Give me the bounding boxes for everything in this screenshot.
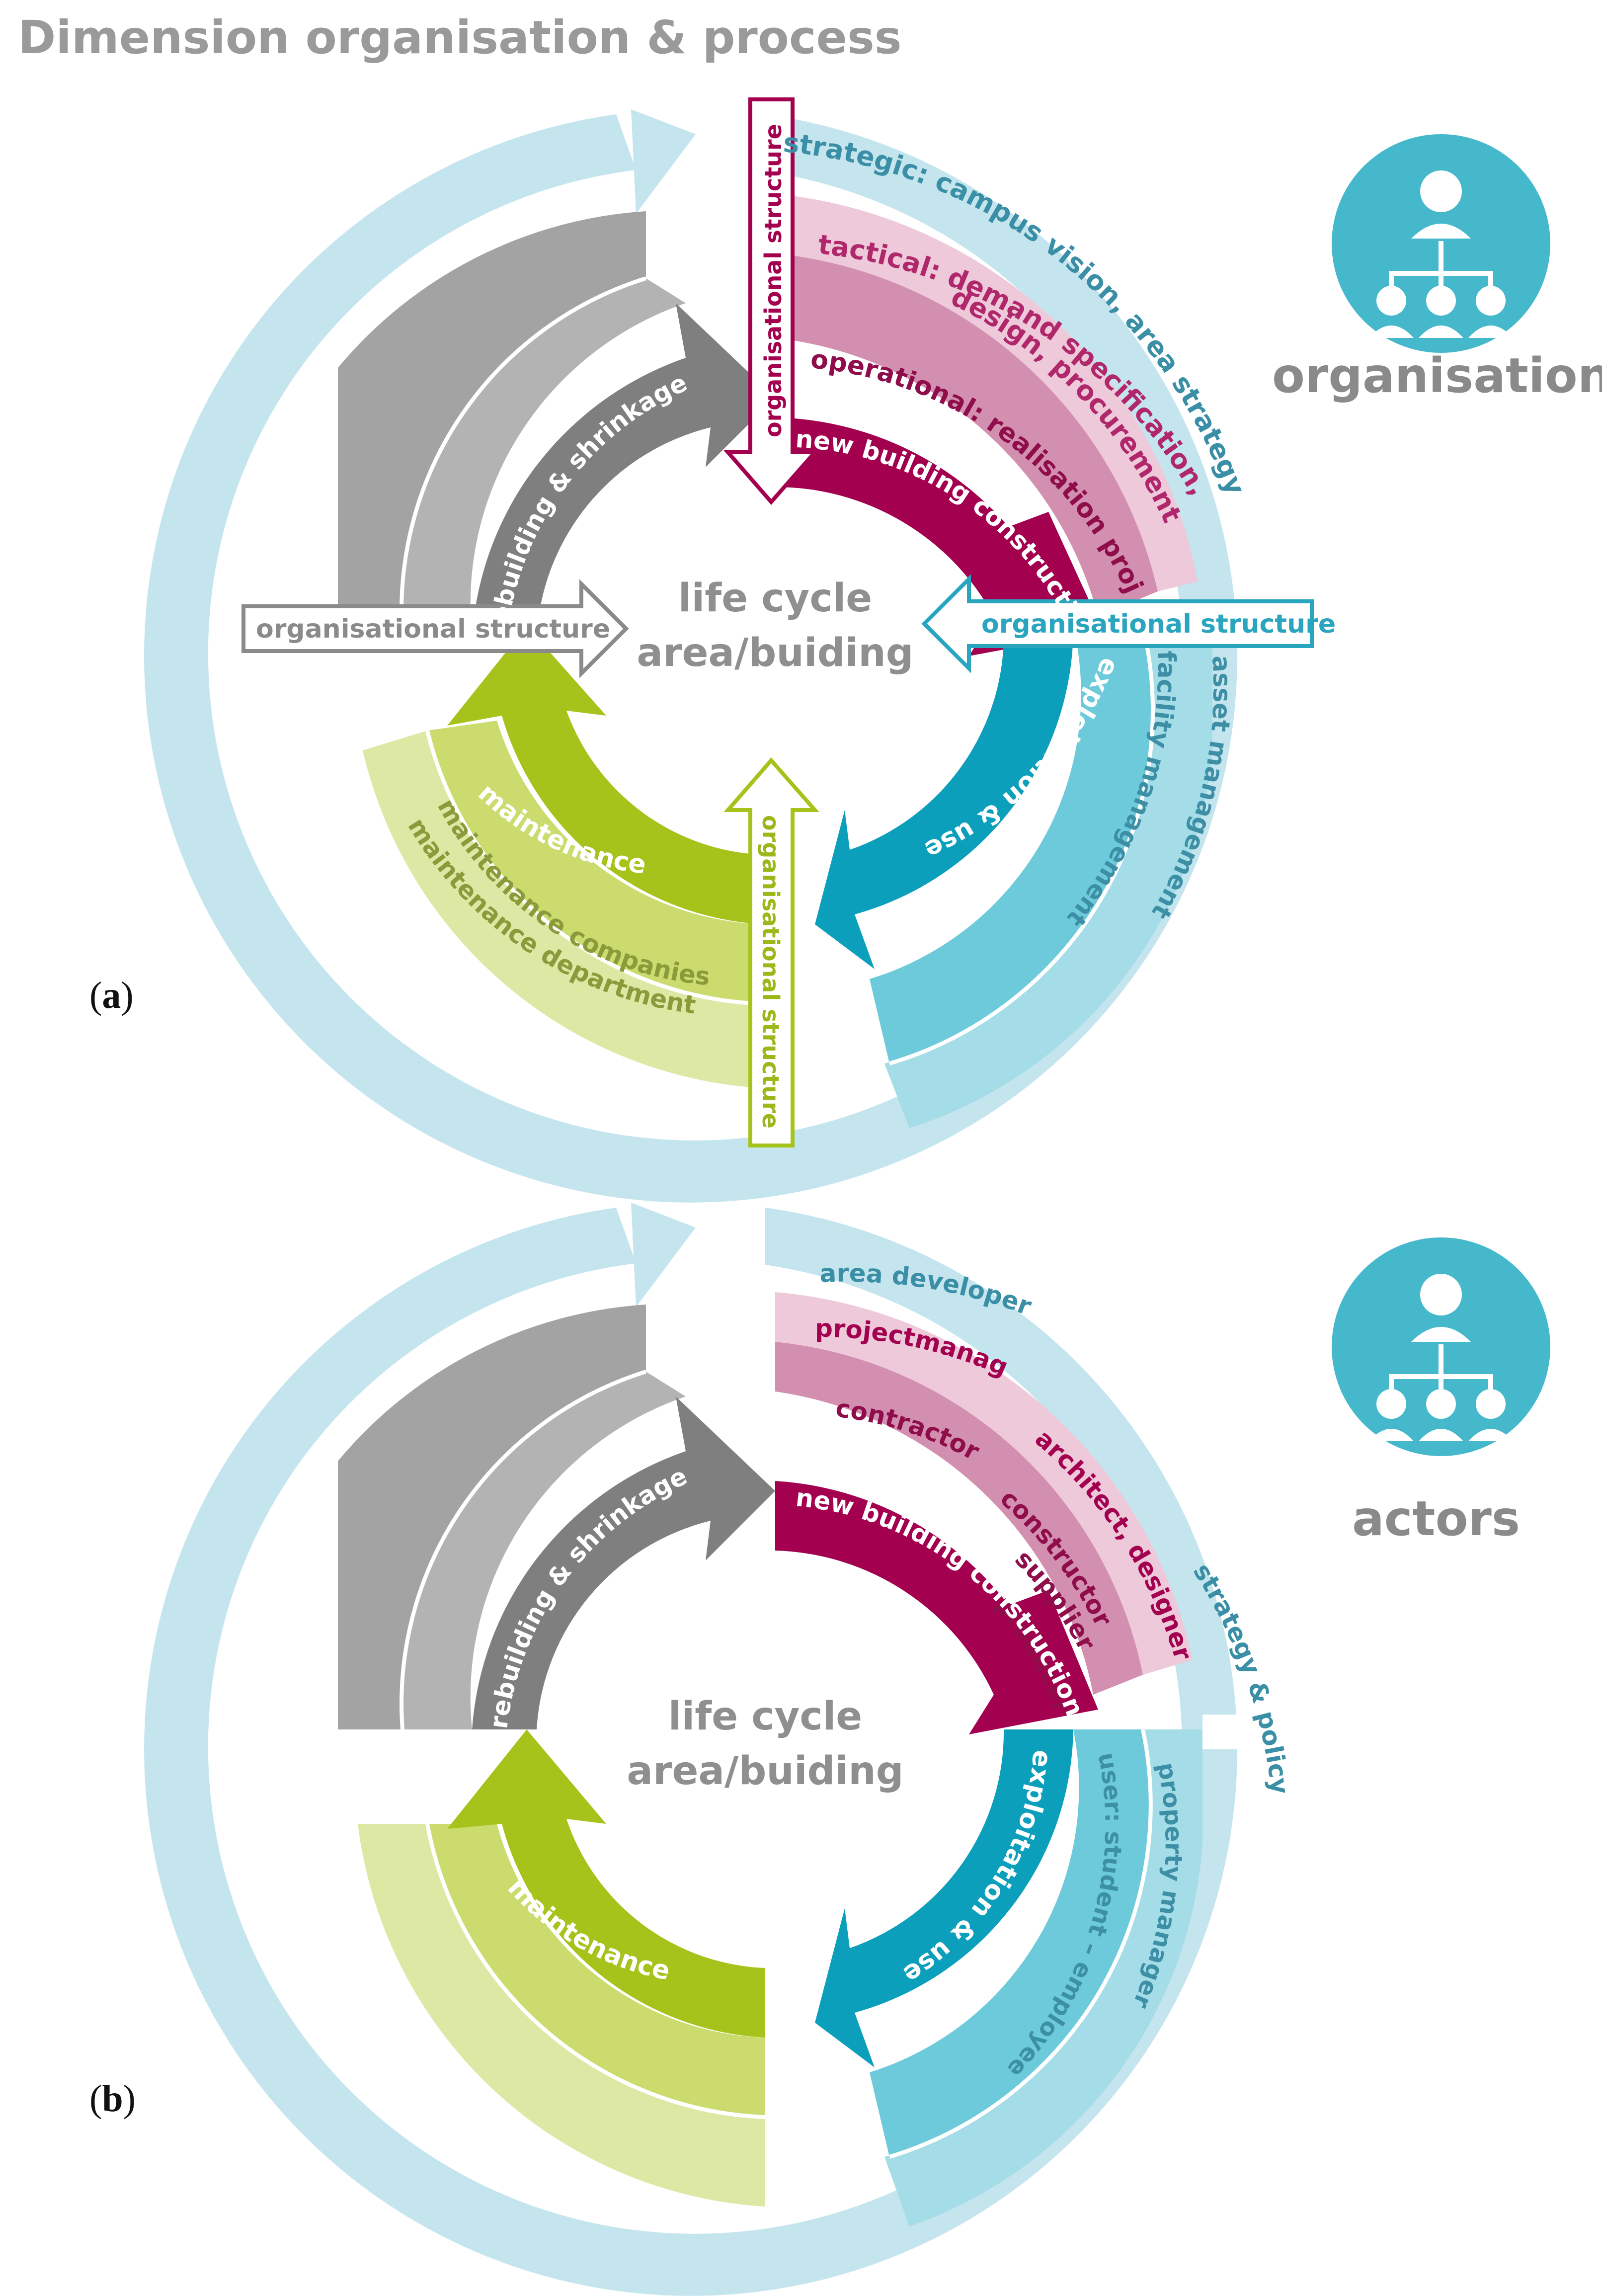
magenta-layer-light <box>775 194 1198 591</box>
org-arrow-left <box>241 579 629 678</box>
magenta-layer-mid <box>775 1342 1143 1695</box>
green-layer-light <box>363 731 765 1088</box>
center-label-line2: area/buiding <box>627 1749 903 1794</box>
org-arrow-right-label: organisational structure <box>981 609 1336 639</box>
teal-sector-divider <box>888 626 1155 1066</box>
exploitation-arrow <box>815 626 1074 969</box>
panel-b: area developer projectmanager architect,… <box>0 1183 1602 2296</box>
outer-ring-gap <box>1202 1715 1272 1749</box>
page-title: Dimension organisation & process <box>18 11 902 64</box>
panel-letter-b: (b) <box>89 2078 136 2120</box>
dimension-label-actors: actors <box>1352 1491 1520 1547</box>
green-layer-mid <box>427 1824 765 2117</box>
center-label-line1: life cycle <box>668 1694 862 1739</box>
maintenance-arrow <box>447 626 765 924</box>
maintenance-arrow <box>447 1729 765 2038</box>
rebuilding-arrow <box>472 303 775 636</box>
construction-arrow <box>775 1481 1098 1734</box>
org-chart-icon <box>1332 1237 1550 1456</box>
green-sector-divider <box>425 1823 766 2119</box>
dimension-label-organisation: organisation <box>1272 348 1602 404</box>
outer-ring-arrowhead <box>631 1203 696 1307</box>
gray-sector-divider <box>400 276 647 637</box>
panel-a: strategic: campus vision, area strategy … <box>0 89 1602 1203</box>
org-arrow-bottom-label: organisational structure <box>757 815 784 1129</box>
lifecycle-diagram-actors: area developer projectmanager architect,… <box>0 1183 1550 2296</box>
gray-sector-divider <box>400 1370 647 1730</box>
gray-layer-outer <box>338 211 646 636</box>
gray-layer-inner <box>401 1372 686 1729</box>
lifecycle-diagram-organisation: strategic: campus vision, area strategy … <box>0 89 1550 1203</box>
teal-layer-light <box>884 626 1212 1128</box>
gray-layer-inner <box>401 278 686 636</box>
green-layer-light <box>358 1824 765 2207</box>
teal-layer-light <box>884 1729 1202 2226</box>
org-arrow-right <box>921 574 1314 673</box>
outer-ring-arrowhead <box>631 109 696 214</box>
center-label-line1: life cycle <box>678 576 872 621</box>
rebuilding-arrow <box>472 1396 775 1729</box>
teal-layer-mid <box>870 626 1153 1064</box>
construction-arrow <box>775 417 1103 656</box>
panel-letter-a: (a) <box>89 975 134 1016</box>
magenta-layer-light <box>775 1292 1193 1675</box>
center-label-line2: area/buiding <box>637 631 913 675</box>
green-layer-mid <box>427 721 765 1004</box>
org-arrow-bottom <box>723 757 819 1148</box>
teal-layer-mid <box>870 1729 1151 2157</box>
org-chart-icon <box>1332 134 1550 353</box>
magenta-layer-mid <box>775 253 1158 616</box>
exploitation-arrow <box>815 1729 1073 2067</box>
green-sector-divider <box>425 730 766 1006</box>
org-arrow-left-label: organisational structure <box>256 614 610 644</box>
org-arrow-top-label: organisational structure <box>760 124 787 437</box>
org-arrow-top <box>723 97 819 505</box>
teal-sector-divider <box>888 1729 1153 2159</box>
gray-layer-outer <box>338 1305 646 1729</box>
